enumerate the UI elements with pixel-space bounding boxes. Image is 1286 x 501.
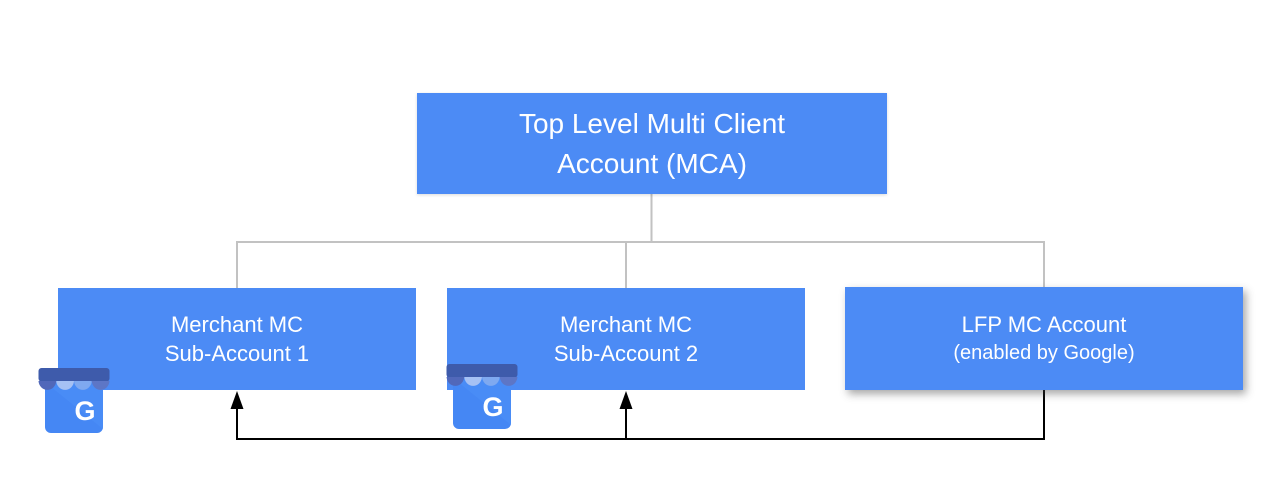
lfp-arrow-connectors [230, 390, 1045, 440]
arrowhead-to-sub2 [619, 391, 633, 409]
node-label-line1: Top Level Multi Client [518, 107, 786, 139]
node-label-line2: (enabled by Google) [953, 341, 1135, 364]
node-top-level-mca: Top Level Multi Client Account (MCA) [417, 93, 887, 194]
node-lfp-mc-account: LFP MC Account (enabled by Google) [845, 287, 1243, 390]
arrowhead-to-sub1 [230, 391, 244, 409]
google-my-business-icon [446, 364, 518, 430]
node-label-line2: Sub-Account 2 [553, 341, 699, 366]
node-label-line2: Account (MCA) [557, 147, 747, 179]
node-merchant-sub-account-1: Merchant MC Sub-Account 1 [58, 288, 416, 390]
node-label-line1: Merchant MC [170, 312, 304, 337]
node-label-line1: LFP MC Account [961, 311, 1127, 337]
node-label-line1: Merchant MC [559, 312, 693, 337]
google-my-business-icon [38, 368, 110, 434]
tree-connectors [236, 194, 1045, 289]
node-label-line2: Sub-Account 1 [164, 341, 310, 366]
